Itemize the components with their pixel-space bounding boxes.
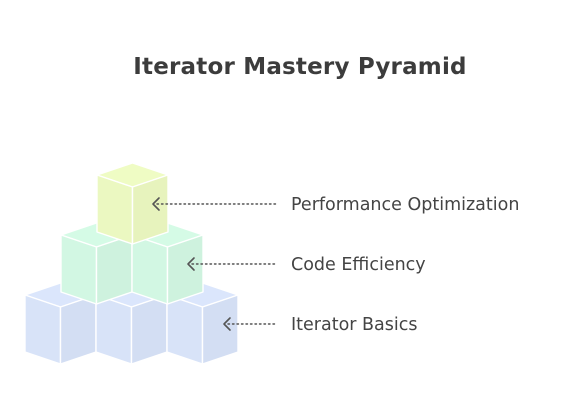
cube-right-face (59, 294, 97, 365)
arrow-head-icon (152, 197, 160, 211)
connector-level-3 (223, 317, 277, 331)
connector-level-2 (187, 257, 277, 271)
level-label-code-efficiency: Code Efficiency (291, 255, 426, 275)
arrow-head-icon (223, 317, 231, 331)
connector-lines (152, 197, 277, 331)
cube-left-face (60, 234, 98, 305)
level-label-performance-optimization: Performance Optimization (291, 195, 520, 215)
arrow-head-icon (187, 257, 195, 271)
cube-right-face (166, 234, 204, 305)
cube-right-face (201, 294, 239, 365)
cube-level-2-1 (60, 222, 133, 305)
level-label-iterator-basics: Iterator Basics (291, 315, 418, 335)
pyramid-cubes (24, 162, 239, 365)
cube-level-3-3 (166, 282, 239, 365)
cube-left-face (131, 234, 169, 305)
cube-level-1-1 (96, 162, 169, 245)
cube-right-face (95, 234, 133, 305)
cube-right-face (131, 174, 169, 245)
cube-level-2-2 (131, 222, 204, 305)
cube-left-face (24, 294, 62, 365)
connector-level-1 (152, 197, 277, 211)
diagram-title: Iterator Mastery Pyramid (133, 54, 467, 80)
cube-right-face (130, 294, 168, 365)
cube-left-face (96, 174, 134, 245)
cube-left-face (95, 294, 133, 365)
cube-left-face (166, 294, 204, 365)
